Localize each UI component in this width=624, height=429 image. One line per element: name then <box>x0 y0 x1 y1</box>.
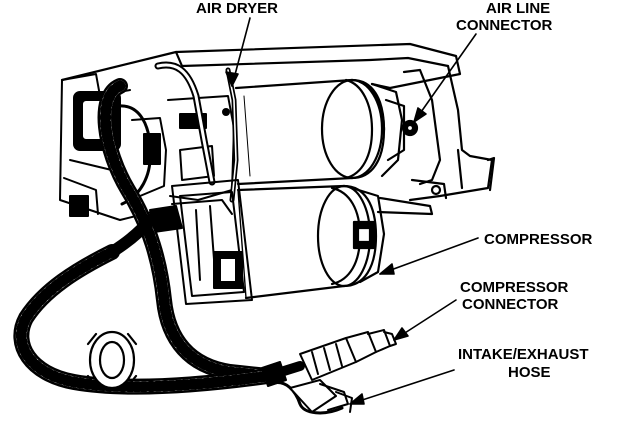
label-compressor: COMPRESSOR <box>484 231 593 248</box>
connector-assembly <box>261 329 397 415</box>
wiring-harness <box>13 78 276 395</box>
leader-air-line-connector <box>413 33 477 123</box>
leader-lines <box>225 17 479 405</box>
intake-filter <box>86 330 138 390</box>
label-air-dryer: AIR DRYER <box>196 0 278 17</box>
arrow-air-line-connector <box>413 107 427 123</box>
leader-compressor <box>379 237 479 275</box>
arrow-compressor <box>379 263 395 275</box>
mounting-bracket <box>60 42 496 216</box>
leader-intake-exhaust-hose <box>349 369 455 405</box>
end-plate <box>149 179 253 305</box>
label-air-line-connector-line2: CONNECTOR <box>456 17 553 34</box>
arrow-compressor-connector <box>393 327 409 341</box>
arrow-intake-exhaust-hose <box>349 393 365 405</box>
arrow-air-dryer <box>225 71 239 87</box>
label-air-line-connector-line1: AIR LINE <box>486 0 551 17</box>
label-compressor-connector-line2: CONNECTOR <box>462 296 559 313</box>
label-intake-exhaust-hose-line2: HOSE <box>508 364 551 381</box>
lower-cylinder <box>236 184 386 300</box>
label-intake-exhaust-hose-line1: INTAKE/EXHAUST <box>458 346 589 363</box>
label-compressor-connector-line1: COMPRESSOR <box>460 279 569 296</box>
air-dryer-tube <box>154 61 239 203</box>
upper-cylinder <box>234 78 419 186</box>
